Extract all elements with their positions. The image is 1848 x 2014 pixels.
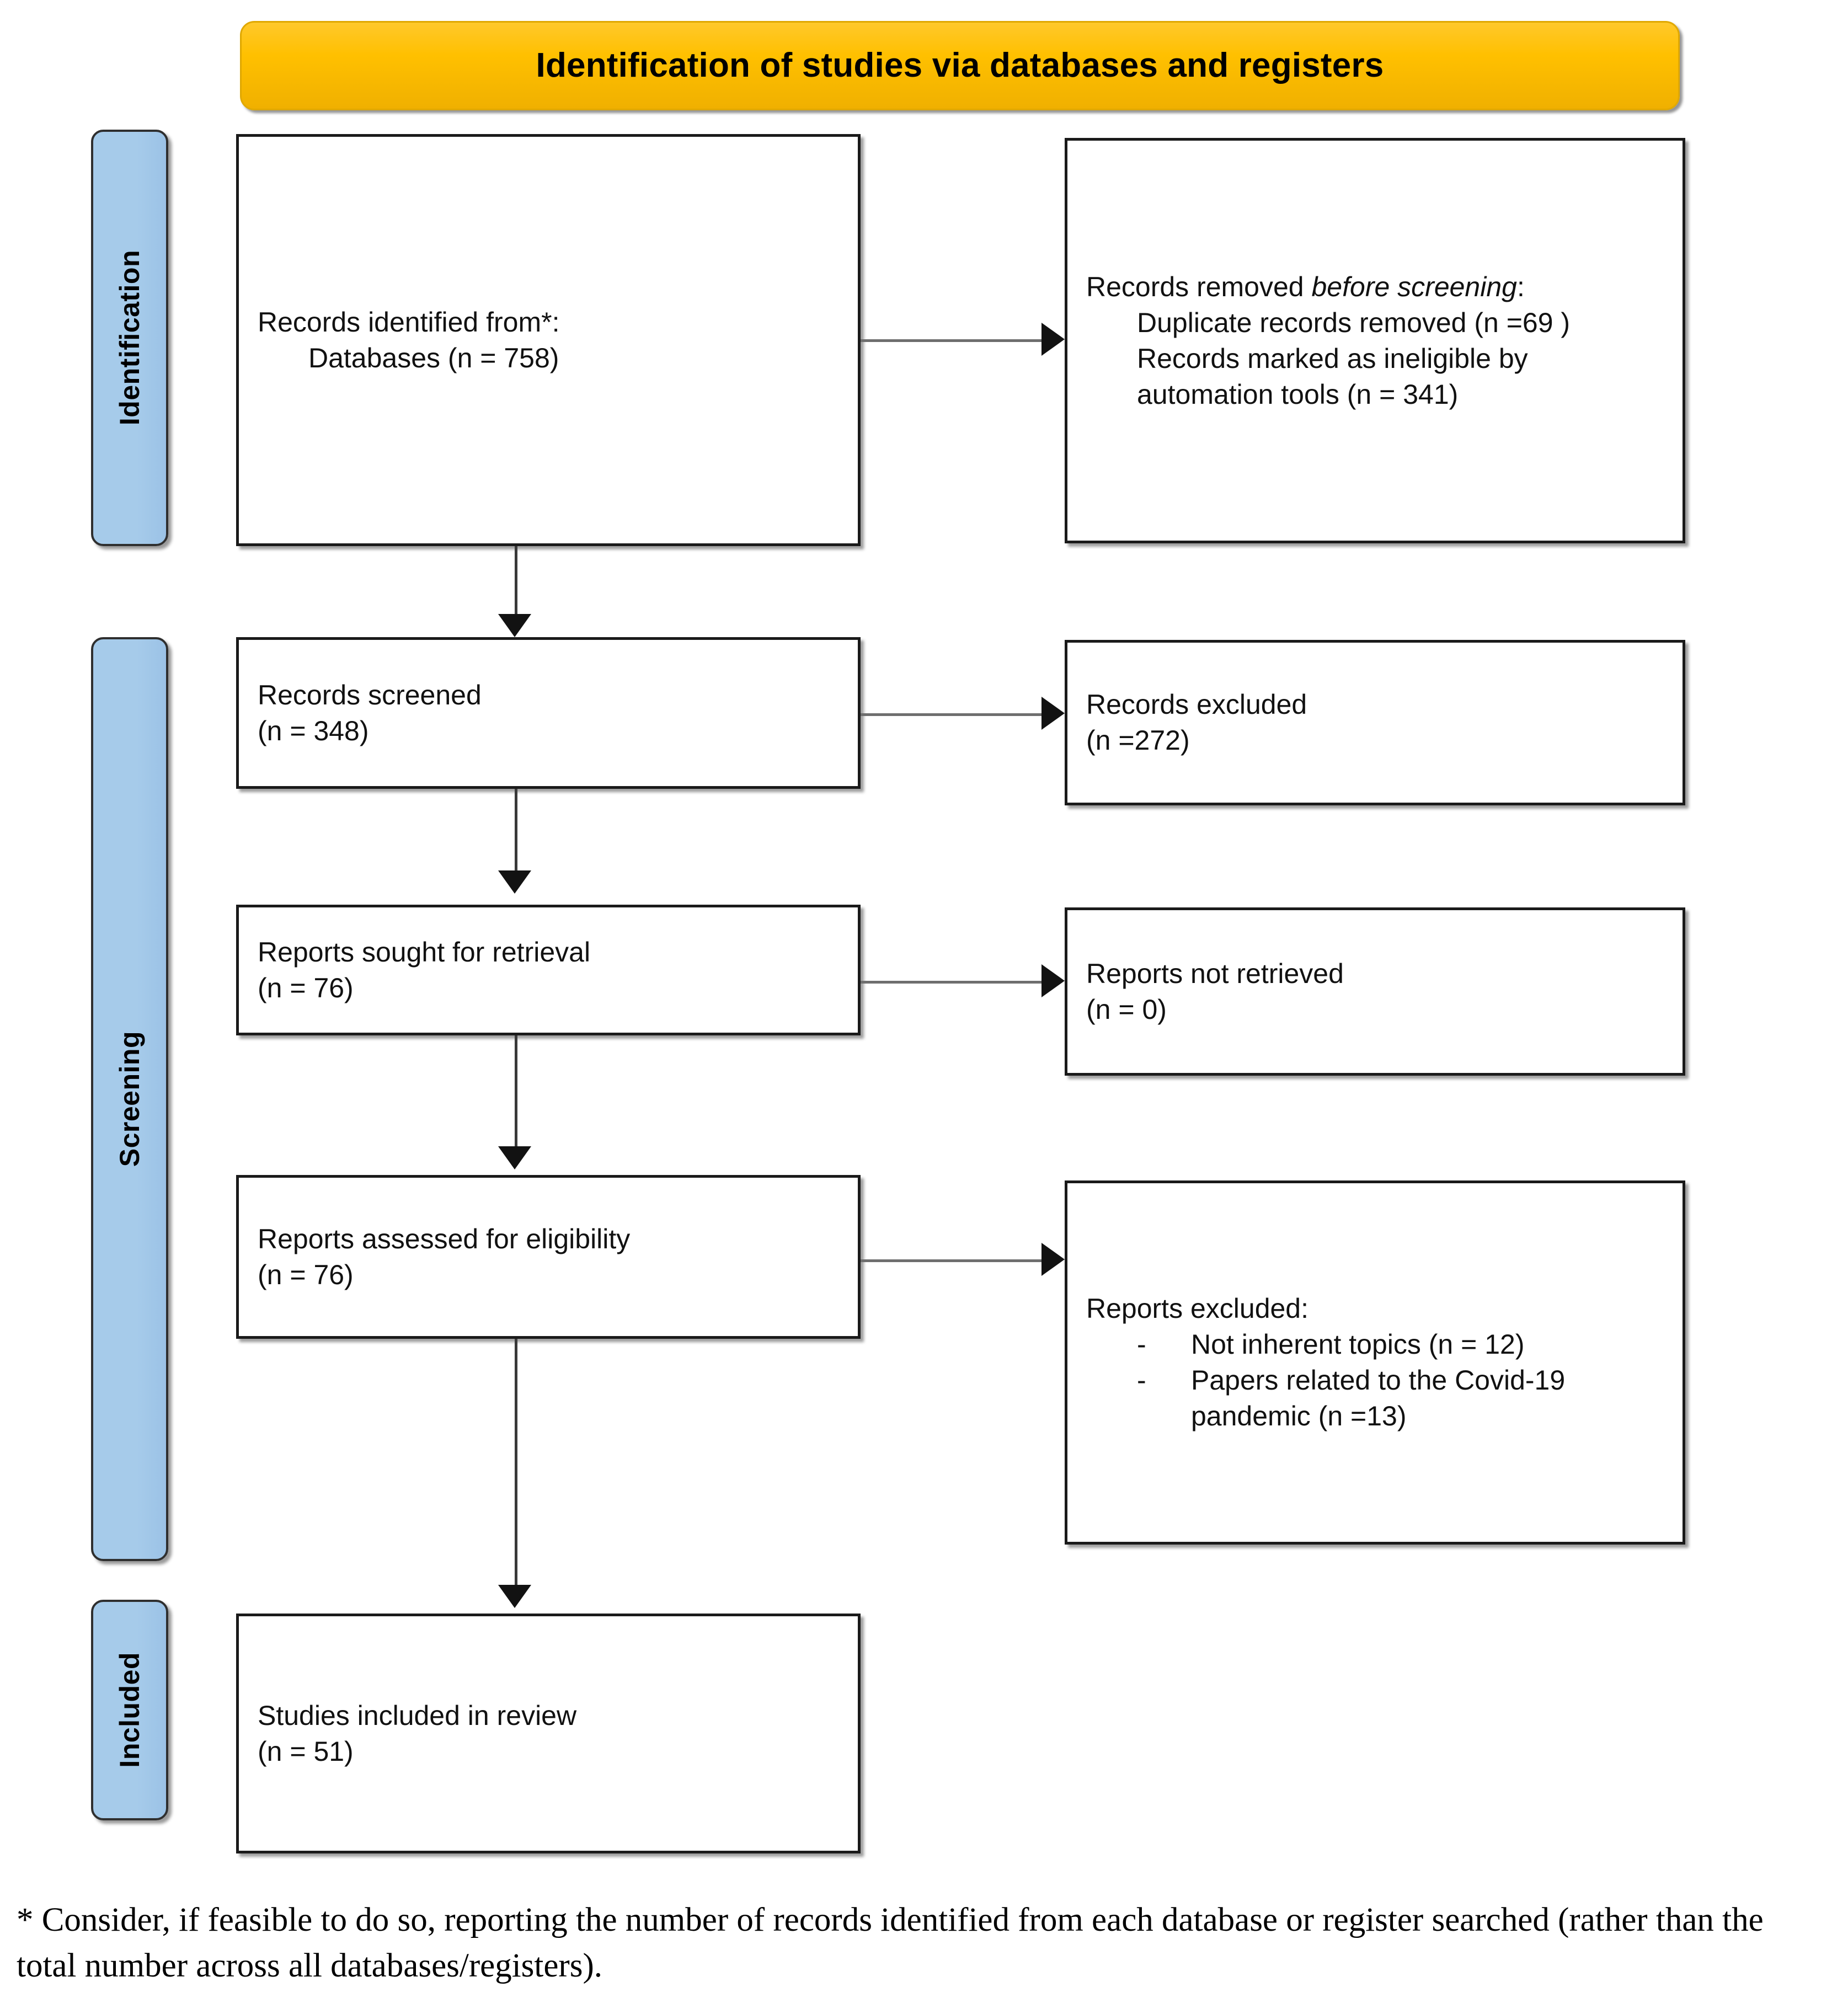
records-removed-heading: Records removed before screening: [1086, 269, 1664, 305]
arrow-right-icon [1041, 964, 1065, 997]
connector-sought-to-assessed [515, 1035, 517, 1152]
stage-pill-included: Included [91, 1600, 168, 1820]
records-identified-line2: Databases (n = 758) [308, 342, 559, 373]
arrow-down-icon [498, 1146, 531, 1169]
records-removed-item-automation: Records marked as ineligible by automati… [1137, 343, 1528, 410]
reports-not-retrieved-line2: (n = 0) [1086, 993, 1167, 1025]
arrow-down-icon [498, 1585, 531, 1608]
reports-excluded-item-covid-text: Papers related to the Covid-19 pandemic … [1191, 1365, 1566, 1431]
box-records-excluded: Records excluded (n =272) [1065, 640, 1685, 805]
banner-title: Identification of studies via databases … [536, 46, 1384, 84]
box-reports-not-retrieved: Reports not retrieved (n = 0) [1065, 907, 1685, 1076]
dash-bullet-icon: - [1137, 1329, 1146, 1360]
footnote-text: * Consider, if feasible to do so, report… [17, 1901, 1764, 1984]
arrow-down-icon [498, 614, 531, 637]
reports-excluded-item-covid: - Papers related to the Covid-19 pandemic… [1086, 1363, 1664, 1434]
studies-included-line1: Studies included in review [258, 1700, 577, 1731]
stage-pill-screening: Screening [91, 637, 168, 1561]
records-removed-heading-suffix: : [1516, 271, 1525, 302]
stage-label-included: Included [114, 1652, 145, 1768]
records-screened-line1: Records screened [258, 679, 482, 710]
reports-sought-line2: (n = 76) [258, 972, 354, 1003]
reports-assessed-line2: (n = 76) [258, 1259, 354, 1290]
dash-bullet-icon: - [1137, 1365, 1146, 1396]
stage-label-identification: Identification [114, 250, 145, 426]
records-identified-line1: Records identified from*: [258, 306, 560, 338]
stage-pill-identification: Identification [91, 130, 168, 546]
stage-label-screening: Screening [114, 1031, 145, 1167]
connector-assessed-to-included [515, 1339, 517, 1590]
diagram-banner: Identification of studies via databases … [240, 21, 1680, 110]
reports-excluded-list: - Not inherent topics (n = 12) - Papers re… [1086, 1327, 1664, 1434]
box-reports-sought-for-retrieval: Reports sought for retrieval (n = 76) [236, 905, 861, 1035]
connector-screened-to-excluded [861, 713, 1048, 716]
records-excluded-line2: (n =272) [1086, 725, 1190, 756]
arrow-down-icon [498, 870, 531, 894]
reports-excluded-item-topics-text: Not inherent topics (n = 12) [1191, 1329, 1525, 1360]
records-removed-item-duplicates: Duplicate records removed (n =69 ) [1137, 307, 1571, 338]
box-records-screened: Records screened (n = 348) [236, 637, 861, 789]
studies-included-line2: (n = 51) [258, 1735, 354, 1767]
box-records-removed-before-screening: Records removed before screening: Duplic… [1065, 138, 1685, 543]
reports-excluded-item-topics: - Not inherent topics (n = 12) [1086, 1327, 1664, 1363]
records-screened-line2: (n = 348) [258, 715, 369, 746]
arrow-right-icon [1041, 697, 1065, 730]
records-removed-heading-italic: before screening [1311, 271, 1517, 302]
reports-assessed-line1: Reports assessed for eligibility [258, 1223, 631, 1254]
connector-assessed-to-repexcluded [861, 1259, 1048, 1262]
arrow-right-icon [1041, 1243, 1065, 1276]
box-studies-included-in-review: Studies included in review (n = 51) [236, 1614, 861, 1853]
records-removed-heading-prefix: Records removed [1086, 271, 1312, 302]
connector-sought-to-notretrieved [861, 981, 1048, 984]
reports-sought-line1: Reports sought for retrieval [258, 936, 591, 968]
reports-not-retrieved-line1: Reports not retrieved [1086, 958, 1344, 989]
box-records-identified: Records identified from*: Databases (n =… [236, 134, 861, 546]
connector-identified-to-removed [861, 339, 1048, 342]
records-excluded-line1: Records excluded [1086, 689, 1307, 720]
box-reports-excluded: Reports excluded: - Not inherent topics (… [1065, 1180, 1685, 1545]
arrow-right-icon [1041, 323, 1065, 356]
connector-identified-to-screened [515, 546, 517, 619]
reports-excluded-heading: Reports excluded: [1086, 1293, 1309, 1324]
box-reports-assessed-for-eligibility: Reports assessed for eligibility (n = 76… [236, 1175, 861, 1339]
connector-screened-to-sought [515, 789, 517, 876]
